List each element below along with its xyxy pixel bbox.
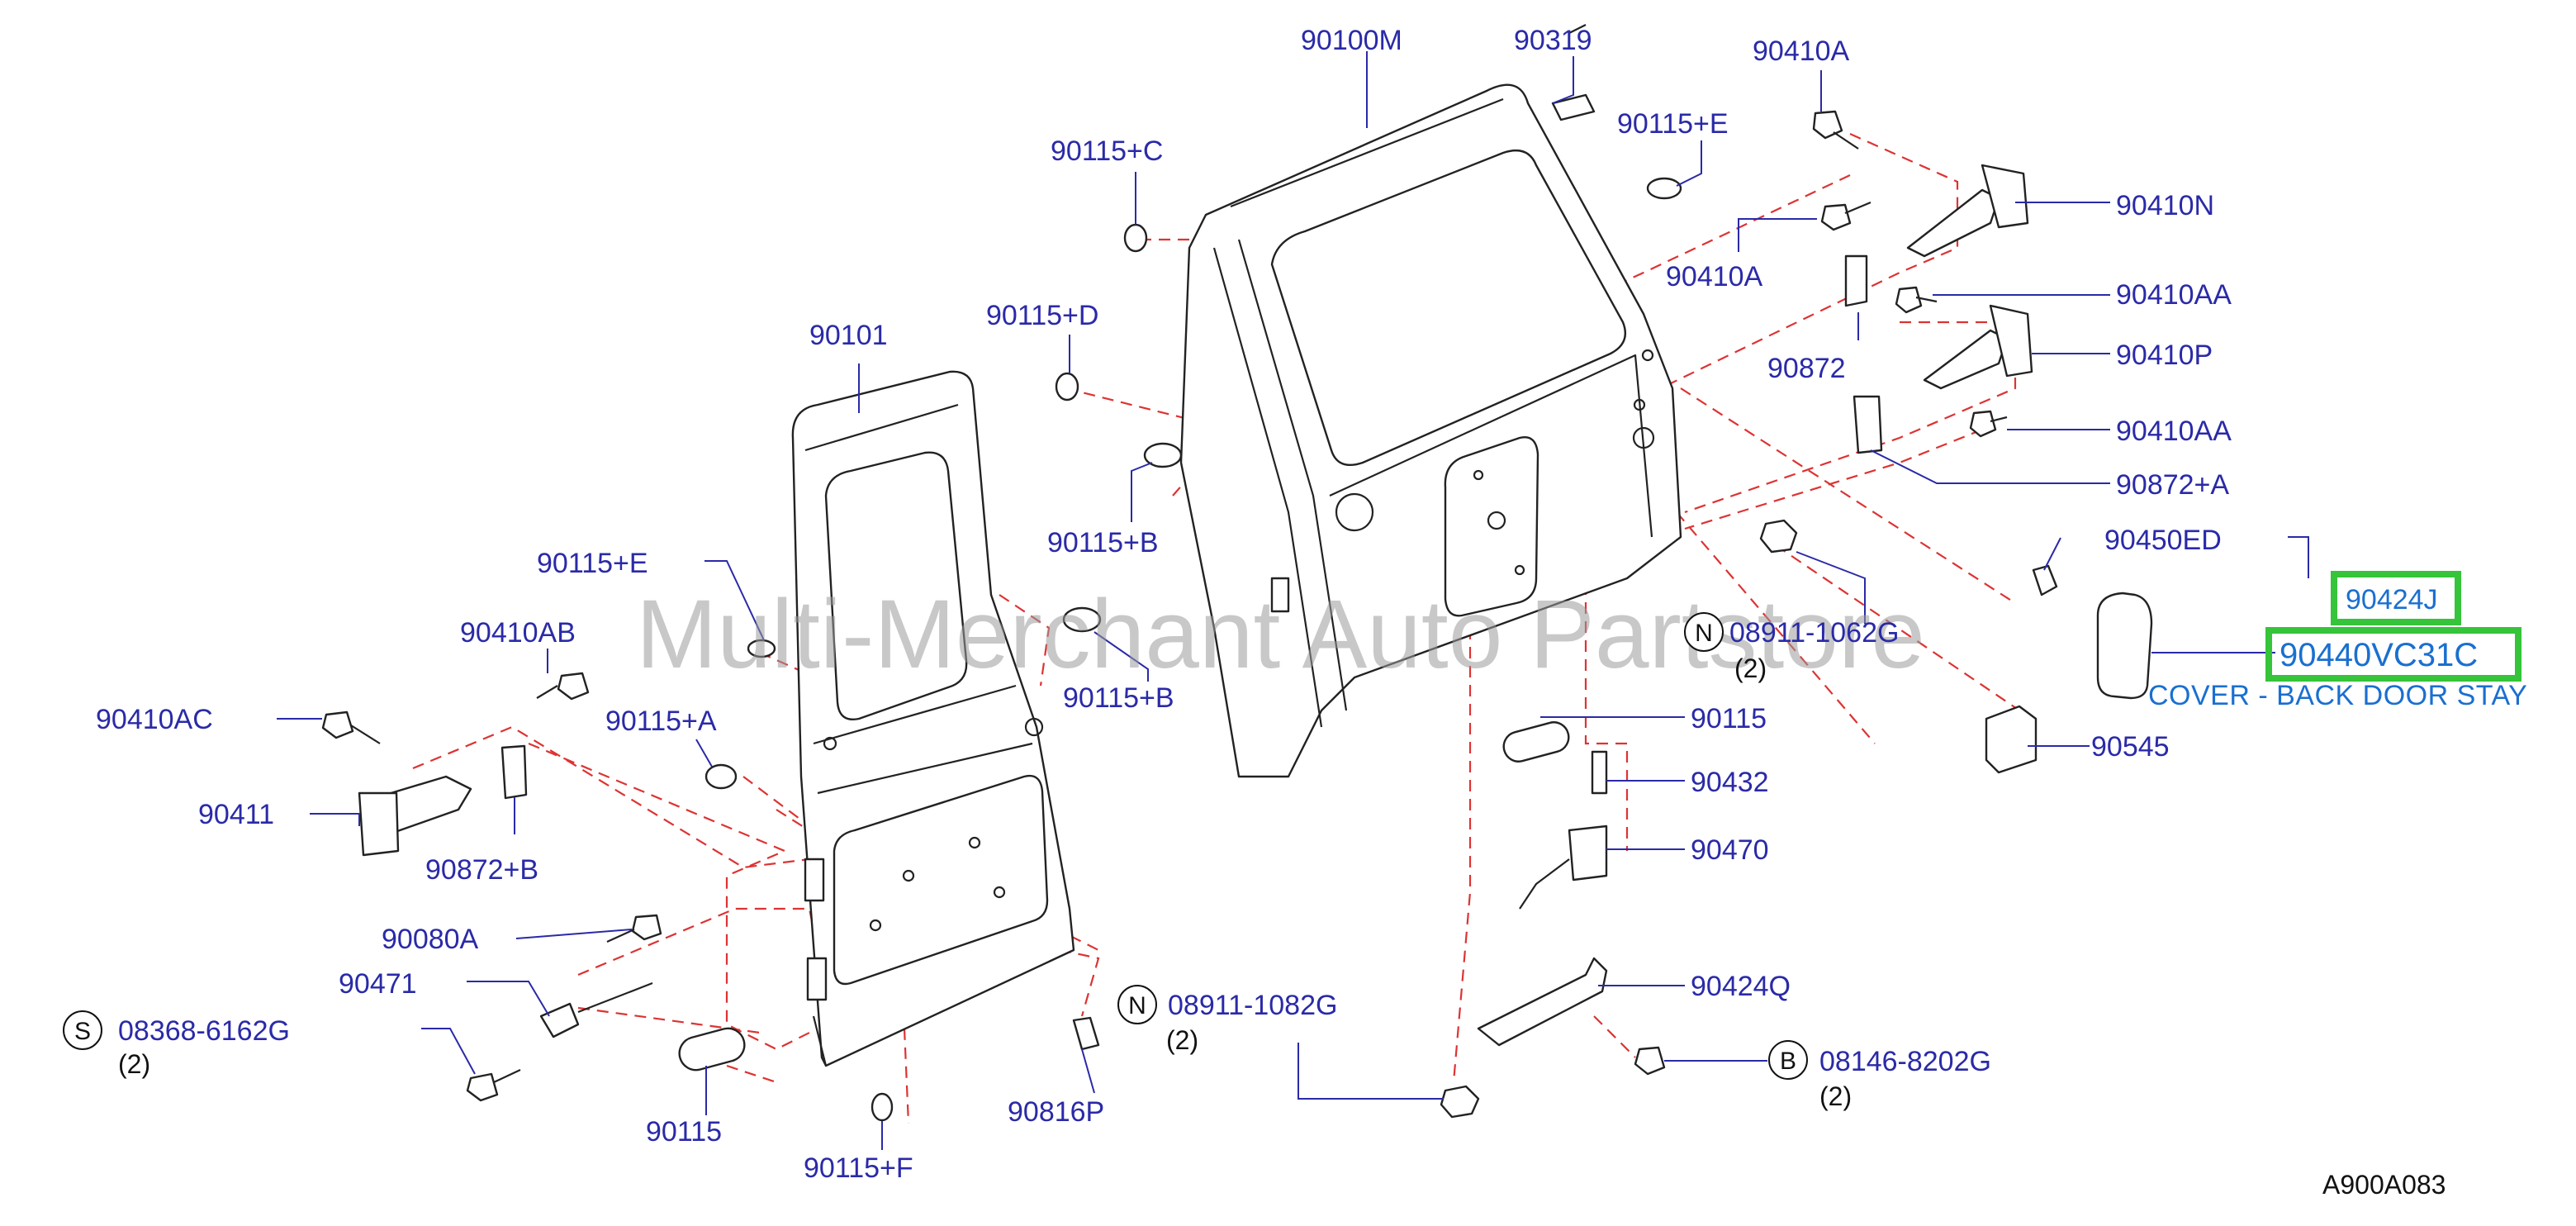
part-label-90424Q[interactable]: 90424Q [1691, 971, 1791, 1002]
part-label-90115-left[interactable]: 90115 [646, 1116, 722, 1148]
symbol-circle-n-1 [1684, 612, 1724, 652]
symbol-circle-s [63, 1010, 102, 1050]
part-label-90410AA-bottom[interactable]: 90410AA [2116, 416, 2232, 447]
qty-08368-6162G: (2) [118, 1049, 150, 1079]
part-label-90115-f[interactable]: 90115+F [804, 1152, 913, 1184]
part-label-90115-d[interactable]: 90115+D [986, 300, 1098, 331]
qty-08911-1082G: (2) [1166, 1025, 1198, 1055]
highlight-box-90424J [2331, 571, 2461, 625]
part-label-90872-b[interactable]: 90872+B [425, 854, 538, 886]
part-label-90115-c[interactable]: 90115+C [1051, 135, 1163, 167]
part-label-90101[interactable]: 90101 [809, 320, 888, 351]
part-label-90440VC31C[interactable]: 90440VC31C [2279, 637, 2478, 673]
part-label-90424J[interactable]: 90424J [2346, 584, 2438, 615]
symbol-circle-n-2 [1117, 985, 1157, 1024]
part-label-90432[interactable]: 90432 [1691, 767, 1769, 798]
part-label-90115-b-mid[interactable]: 90115+B [1063, 682, 1174, 714]
part-description-callout: COVER - BACK DOOR STAY [2148, 680, 2527, 711]
back-door-inner-panel [1179, 24, 1682, 778]
part-labels: 90100M 90319 90410A 90115+E 90115+C 9041… [96, 25, 2478, 1184]
part-label-90545[interactable]: 90545 [2091, 731, 2170, 763]
part-label-90115-a[interactable]: 90115+A [605, 706, 717, 737]
part-label-90115-e-left[interactable]: 90115+E [537, 548, 648, 579]
part-label-90872-a[interactable]: 90872+A [2116, 469, 2229, 501]
part-label-90471[interactable]: 90471 [339, 968, 417, 1000]
part-label-90816P[interactable]: 90816P [1008, 1096, 1104, 1128]
part-label-08368-6162G[interactable]: 08368-6162G [118, 1015, 290, 1047]
part-label-90410AC[interactable]: 90410AC [96, 704, 213, 735]
symbol-markers: N N S B [63, 612, 1808, 1080]
part-label-08146-8202G[interactable]: 08146-8202G [1819, 1046, 1991, 1077]
symbol-s: S [74, 1018, 91, 1045]
symbol-n-2: N [1128, 992, 1146, 1019]
part-label-90115-e-top[interactable]: 90115+E [1617, 108, 1729, 140]
part-label-90410A-top[interactable]: 90410A [1753, 36, 1850, 67]
part-label-90450ED[interactable]: 90450ED [2104, 525, 2222, 556]
part-label-90410N[interactable]: 90410N [2116, 190, 2214, 221]
leader-lines [277, 51, 2309, 1150]
highlight-box-90440VC31C [2265, 627, 2521, 682]
quantity-labels: (2) (2) (2) (2) [118, 653, 1852, 1111]
part-label-90872[interactable]: 90872 [1767, 353, 1846, 384]
left-door-outer-panel [791, 370, 1075, 1067]
part-label-90410P[interactable]: 90410P [2116, 340, 2213, 371]
qty-08146-8202G: (2) [1819, 1081, 1852, 1111]
part-label-90410A-mid[interactable]: 90410A [1666, 261, 1763, 292]
part-label-08911-1062G[interactable]: 08911-1062G [1729, 617, 1899, 649]
part-label-90115-right[interactable]: 90115 [1691, 703, 1767, 734]
symbol-n-1: N [1695, 620, 1713, 647]
part-label-90410AB[interactable]: 90410AB [460, 617, 576, 649]
symbol-circle-b [1768, 1040, 1808, 1080]
part-label-90115-b-top[interactable]: 90115+B [1047, 527, 1159, 558]
part-label-90410AA-top[interactable]: 90410AA [2116, 279, 2232, 311]
symbol-b: B [1780, 1048, 1796, 1075]
hardware-parts [321, 93, 2153, 1122]
part-label-90080A[interactable]: 90080A [382, 924, 479, 955]
part-label-90470[interactable]: 90470 [1691, 834, 1769, 866]
part-label-08911-1082G[interactable]: 08911-1082G [1168, 990, 1337, 1021]
diagram-reference-code: A900A083 [2322, 1170, 2446, 1200]
qty-08911-1062G: (2) [1734, 653, 1767, 683]
part-label-90100M[interactable]: 90100M [1301, 25, 1402, 56]
part-label-90319[interactable]: 90319 [1514, 25, 1592, 56]
part-label-90411[interactable]: 90411 [198, 799, 274, 830]
